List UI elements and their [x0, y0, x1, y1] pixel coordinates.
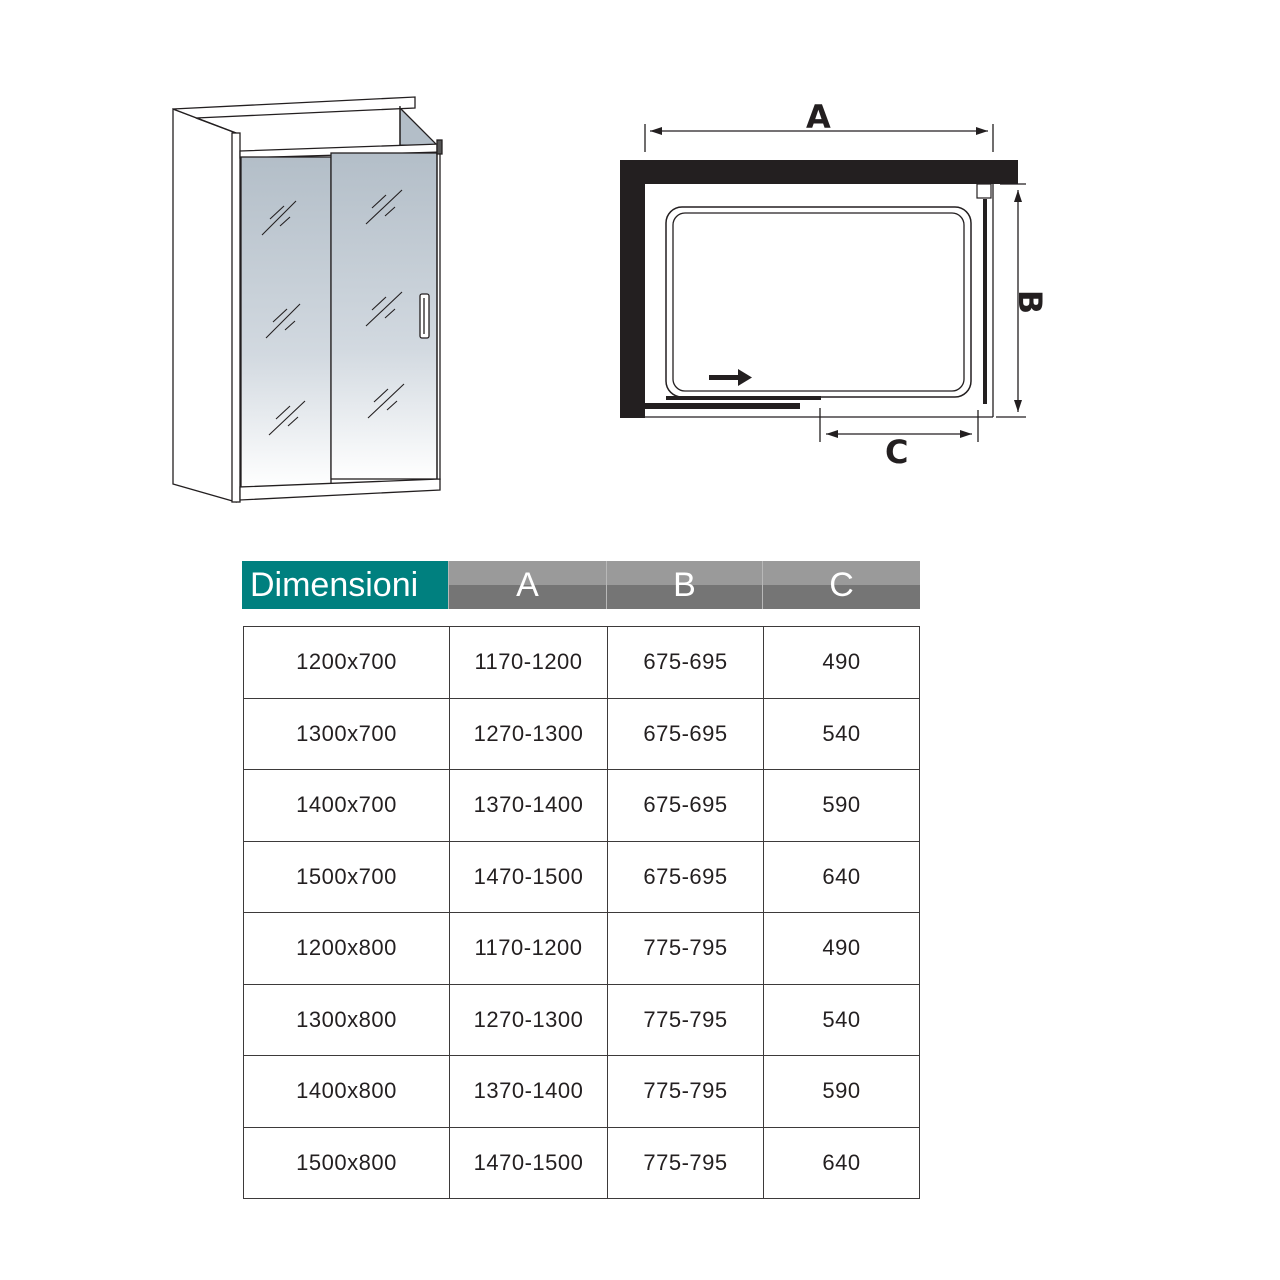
cell-size: 1200x800 [243, 912, 450, 985]
header-a: A [448, 561, 606, 609]
cell-size: 1300x800 [243, 983, 450, 1056]
cell-size: 1400x700 [243, 769, 450, 842]
header-dimensioni: Dimensioni [242, 561, 448, 609]
cell-a: 1270-1300 [449, 697, 608, 770]
shower-enclosure-illustration [172, 96, 443, 503]
dimension-label-c: C [885, 433, 909, 471]
cell-c: 590 [763, 769, 920, 842]
plan-view-diagram [620, 124, 1026, 442]
dimension-label-a: A [806, 98, 831, 136]
cell-a: 1370-1400 [449, 1055, 608, 1128]
cell-b: 775-795 [607, 912, 764, 985]
cell-a: 1170-1200 [449, 626, 608, 699]
dimension-label-b: B [1011, 289, 1050, 315]
cell-c: 540 [763, 697, 920, 770]
cell-b: 675-695 [607, 769, 764, 842]
cell-a: 1170-1200 [449, 912, 608, 985]
cell-b: 775-795 [607, 983, 764, 1056]
cell-b: 775-795 [607, 1126, 764, 1199]
dimensions-table-header: Dimensioni A B C [242, 561, 920, 609]
cell-b: 675-695 [607, 697, 764, 770]
cell-c: 540 [763, 983, 920, 1056]
cell-c: 490 [763, 626, 920, 699]
cell-a: 1470-1500 [449, 1126, 608, 1199]
cell-b: 675-695 [607, 626, 764, 699]
cell-a: 1470-1500 [449, 840, 608, 913]
cell-size: 1500x700 [243, 840, 450, 913]
cell-a: 1270-1300 [449, 983, 608, 1056]
cell-size: 1500x800 [243, 1126, 450, 1199]
cell-a: 1370-1400 [449, 769, 608, 842]
cell-size: 1200x700 [243, 626, 450, 699]
cell-size: 1400x800 [243, 1055, 450, 1128]
cell-c: 640 [763, 1126, 920, 1199]
cell-c: 590 [763, 1055, 920, 1128]
header-b: B [606, 561, 762, 609]
cell-size: 1300x700 [243, 697, 450, 770]
cell-b: 675-695 [607, 840, 764, 913]
cell-c: 640 [763, 840, 920, 913]
header-c: C [762, 561, 920, 609]
cell-b: 775-795 [607, 1055, 764, 1128]
cell-c: 490 [763, 912, 920, 985]
